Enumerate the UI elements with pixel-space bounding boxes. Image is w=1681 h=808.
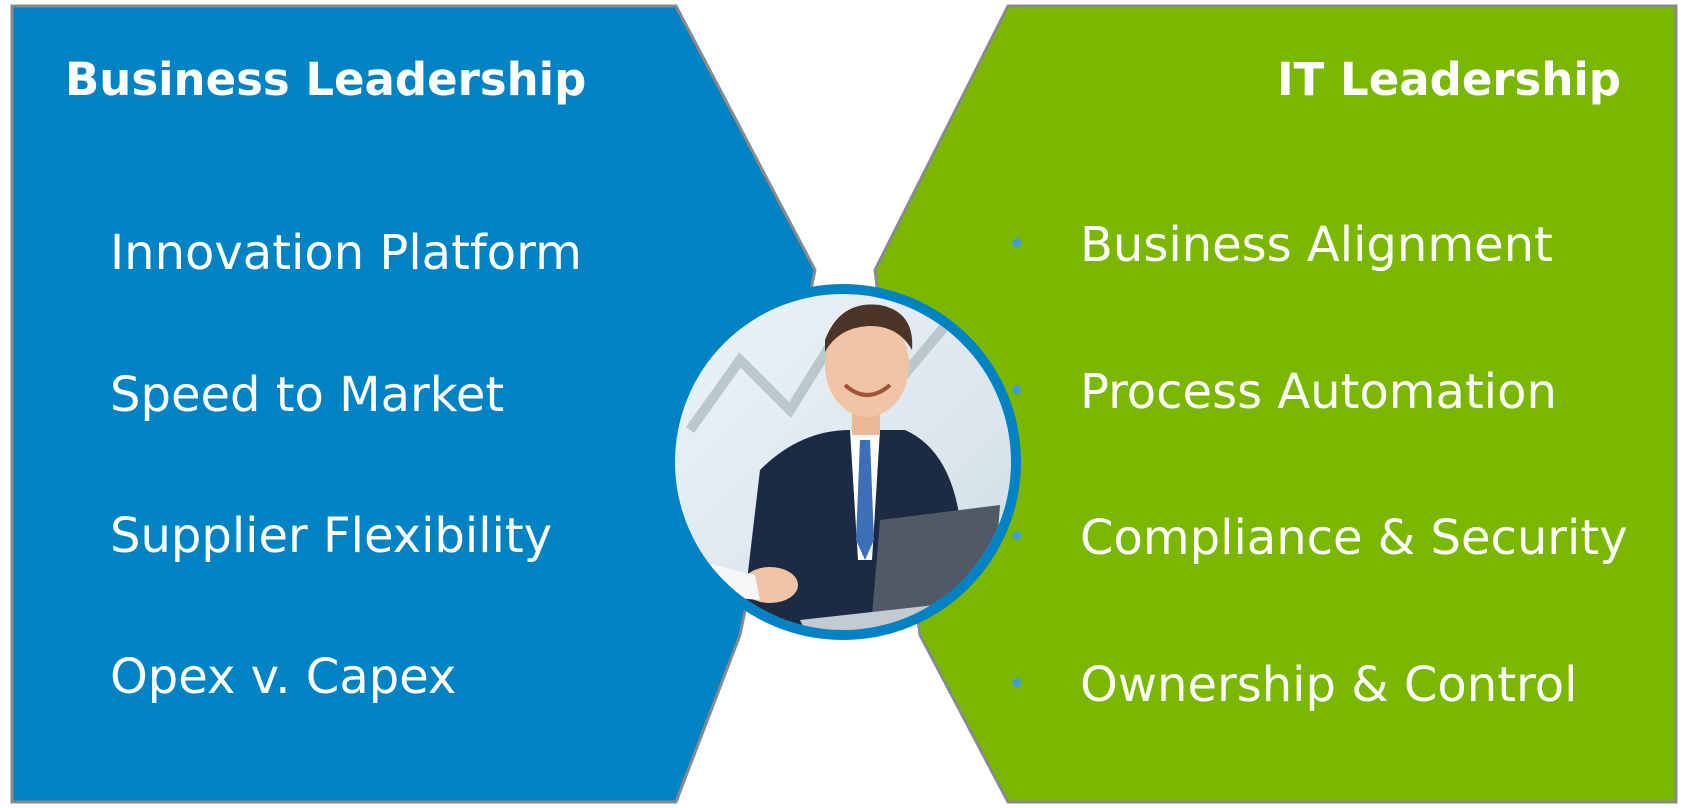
left-item-speed-to-market: Speed to Market [110, 367, 505, 423]
right-item-compliance-security: Compliance & Security [1080, 510, 1628, 566]
bullet-icon: • [1008, 374, 1026, 409]
left-item-supplier-flexibility: Supplier Flexibility [110, 508, 553, 564]
left-item-opex-v-capex: Opex v. Capex [110, 649, 457, 705]
business-leadership-panel [10, 4, 817, 804]
right-item-business-alignment: Business Alignment [1080, 217, 1553, 273]
bullet-icon: • [1008, 227, 1026, 262]
right-item-ownership-control: Ownership & Control [1080, 657, 1578, 713]
it-leadership-title: IT Leadership [1276, 53, 1621, 106]
businessman-face [825, 313, 909, 417]
business-leadership-title: Business Leadership [65, 53, 587, 106]
bullet-icon: • [1008, 520, 1026, 555]
it-leadership-panel [873, 4, 1678, 804]
left-item-innovation-platform: Innovation Platform [110, 225, 582, 281]
bullet-icon: • [1008, 667, 1026, 702]
businessman-photo [675, 294, 1011, 630]
right-item-process-automation: Process Automation [1080, 364, 1557, 420]
